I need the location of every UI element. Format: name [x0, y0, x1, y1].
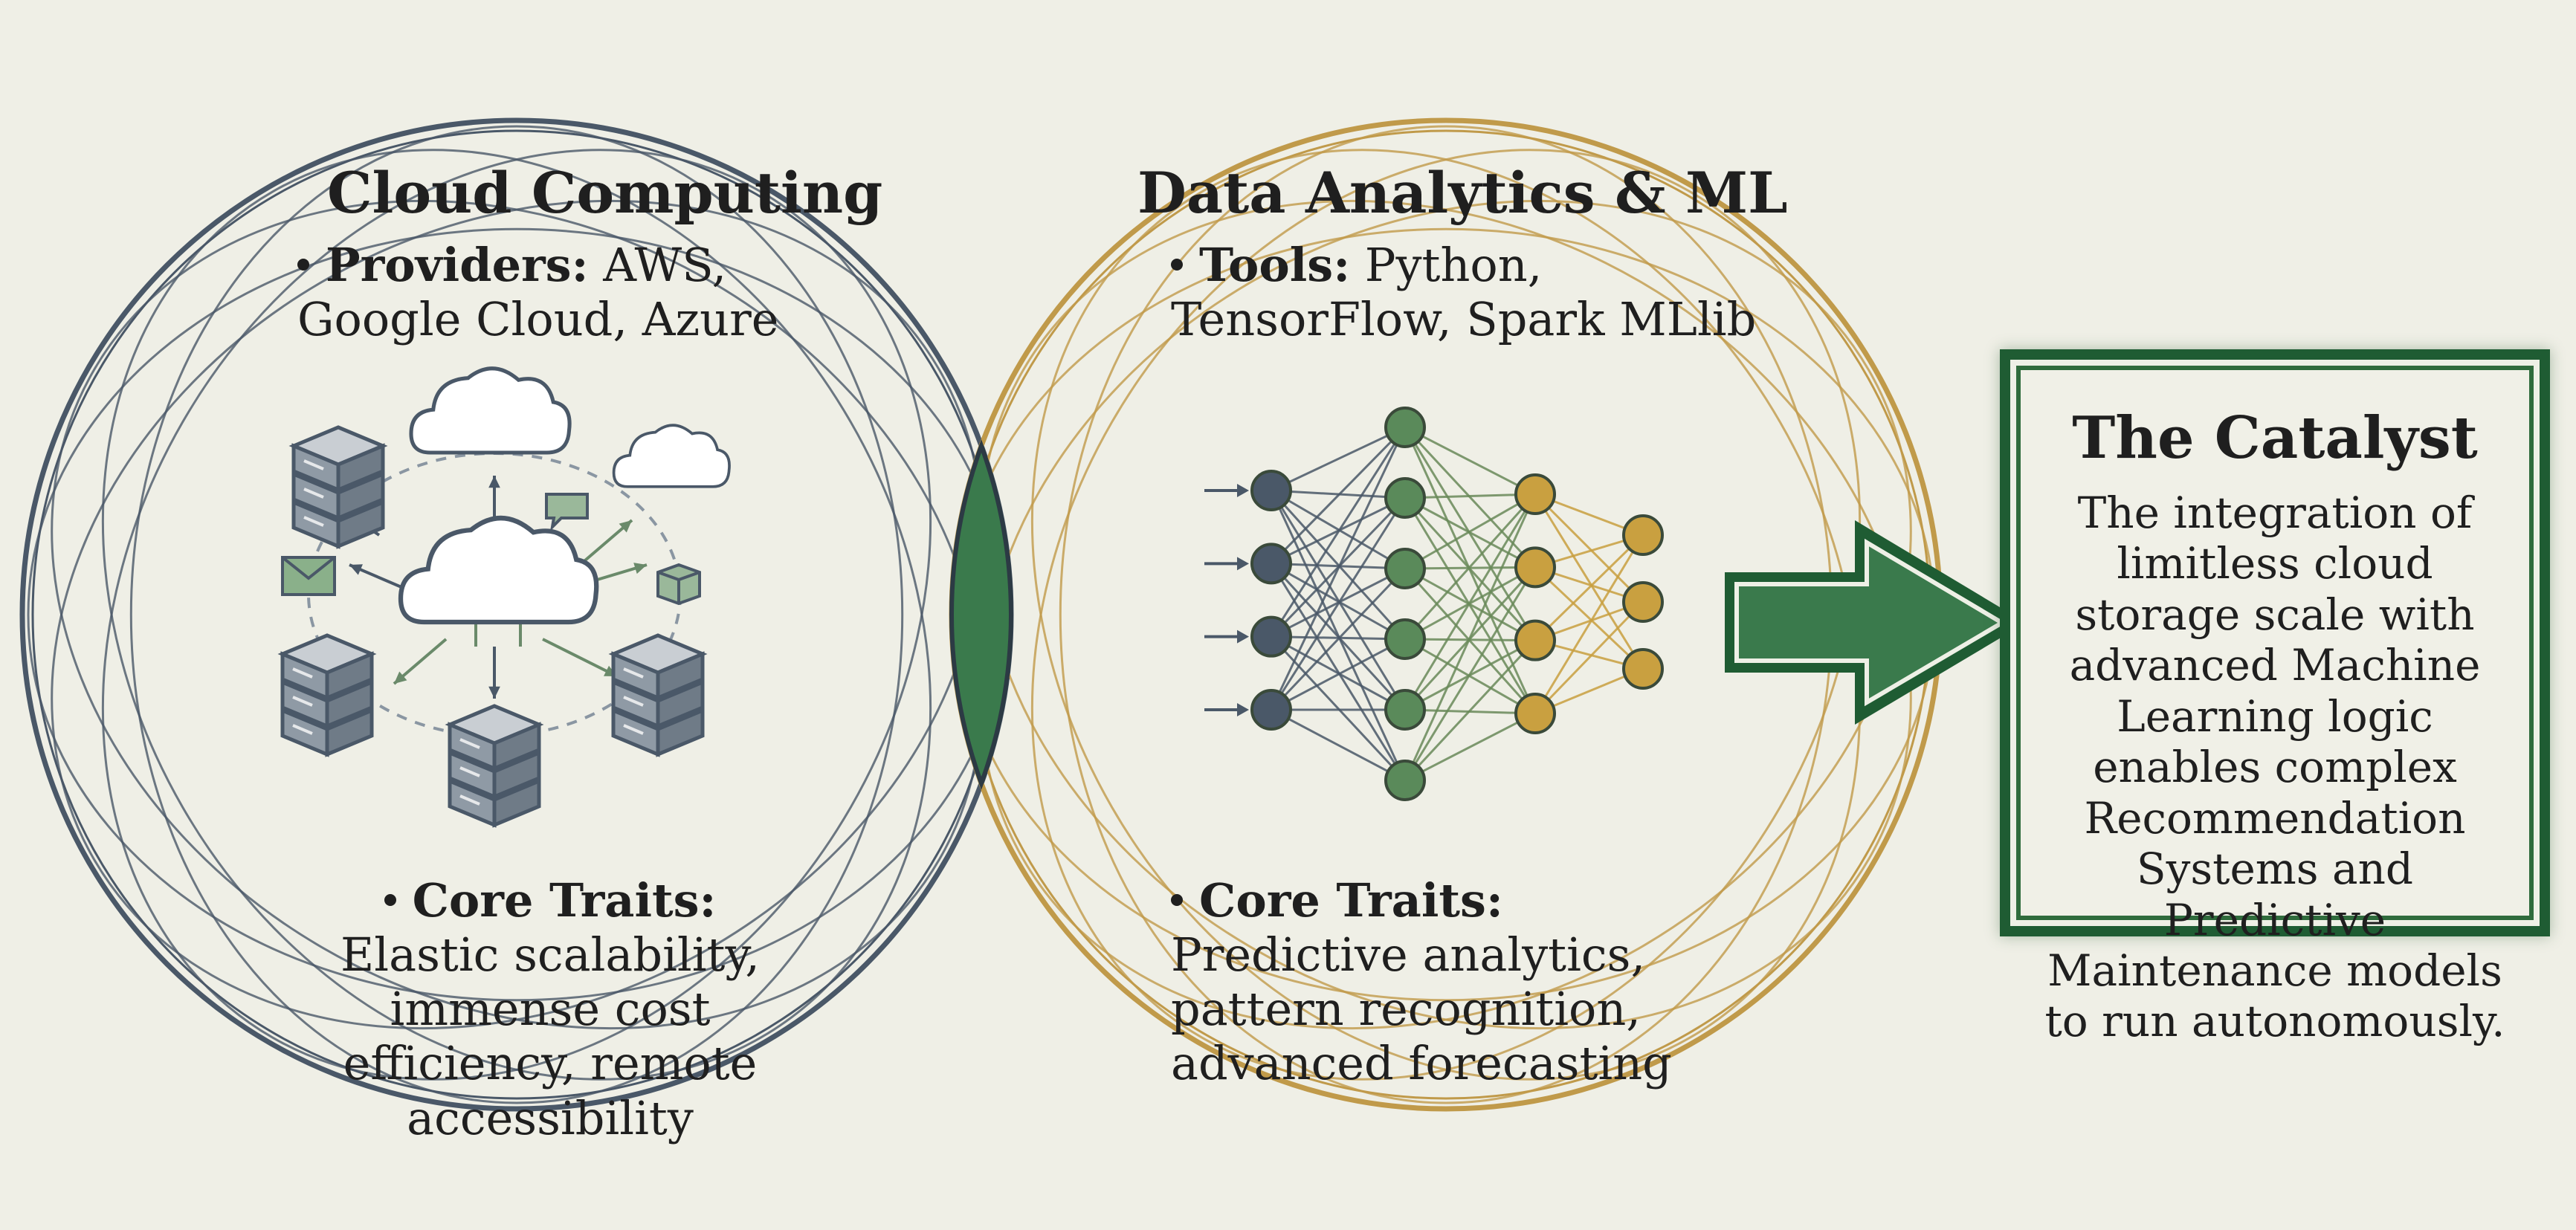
network-node: [1622, 581, 1664, 623]
cloud-traits-text: Elastic scalability, immense cost effici…: [340, 928, 760, 1145]
cloud-infrastructure-illustration: [277, 366, 731, 828]
tools-text: Python, TensorFlow, Spark MLlib: [1171, 238, 1757, 347]
analytics-traits-text: Predictive analytics, pattern recognitio…: [1171, 928, 1672, 1091]
network-edge: [1534, 493, 1644, 603]
network-node: [1384, 760, 1426, 801]
network-edge: [1404, 712, 1536, 782]
network-node: [1514, 546, 1556, 589]
network-node: [1514, 693, 1556, 734]
catalyst-title: The Catalyst: [2072, 404, 2478, 472]
network-node: [1384, 407, 1426, 448]
network-edge: [1534, 601, 1644, 715]
network-edge: [1271, 638, 1406, 711]
cloud-core-traits-bullet: Core Traits: Elastic scalability, immens…: [305, 873, 795, 1145]
server-stack-icon: [277, 633, 377, 757]
network-edge: [1271, 708, 1406, 782]
providers-label: Providers:: [326, 238, 589, 292]
data-analytics-title: Data Analytics & ML: [1137, 160, 1788, 226]
server-stack-icon: [288, 425, 388, 549]
network-edge: [1271, 426, 1406, 492]
bullet-dot-icon: [1171, 893, 1183, 906]
providers-bullet: Providers: AWS, Google Cloud, Azure: [297, 238, 833, 346]
tools-bullet: Tools: Python, TensorFlow, Spark MLlib: [1171, 238, 1758, 346]
network-edge: [1404, 493, 1537, 711]
network-edge: [1270, 497, 1407, 711]
cloud-computing-circle: [19, 117, 1014, 1112]
chat-icon: [545, 493, 589, 531]
network-edge: [1270, 427, 1407, 711]
network-node: [1250, 689, 1292, 731]
cloud-computing-title: Cloud Computing: [327, 160, 883, 226]
top-cloud-icon: [409, 366, 572, 455]
bullet-dot-icon: [384, 893, 396, 906]
providers-text: AWS, Google Cloud, Azure: [297, 238, 779, 347]
network-node: [1384, 477, 1426, 519]
server-stack-icon: [445, 704, 544, 828]
network-edge: [1534, 534, 1644, 714]
bullet-dot-icon: [297, 258, 309, 271]
network-edge: [1404, 426, 1536, 496]
network-edge: [1270, 427, 1407, 638]
network-node: [1384, 548, 1426, 589]
network-edge: [1534, 534, 1644, 641]
network-edge: [1270, 567, 1407, 711]
network-edge: [1534, 493, 1644, 670]
network-edge: [1270, 489, 1407, 641]
catalyst-panel: The Catalyst The integration of limitles…: [2000, 349, 2550, 1046]
network-node: [1250, 470, 1292, 511]
central-cloud-icon: [398, 515, 599, 625]
network-node: [1514, 619, 1556, 661]
network-edge: [1404, 567, 1537, 715]
network-edge: [1534, 566, 1644, 670]
network-edge: [1404, 496, 1537, 641]
network-node: [1384, 689, 1426, 731]
cloud-traits-label: Core Traits:: [412, 873, 717, 928]
network-edge: [1404, 493, 1536, 499]
network-edge: [1270, 426, 1407, 565]
network-node: [1250, 543, 1292, 585]
catalyst-arrow: [1725, 520, 2026, 725]
neural-network-illustration: [1204, 407, 1664, 801]
catalyst-description: The integration of limitless cloud stora…: [2044, 488, 2505, 1047]
box-icon: [656, 563, 701, 606]
intersection-lens: [949, 439, 1014, 790]
network-edge: [1404, 639, 1537, 782]
server-stack-icon: [608, 633, 708, 757]
envelope-icon: [281, 556, 336, 596]
network-node: [1250, 615, 1292, 658]
network-edge: [1404, 493, 1537, 781]
network-node: [1622, 648, 1664, 690]
network-node: [1514, 473, 1556, 515]
analytics-core-traits-bullet: Core Traits: Predictive analytics, patte…: [1171, 873, 1706, 1091]
network-edge: [1404, 493, 1536, 570]
bullet-dot-icon: [1171, 258, 1183, 271]
network-edge: [1404, 566, 1537, 781]
network-edge: [1404, 493, 1537, 641]
right-cloud-icon: [612, 424, 731, 488]
analytics-traits-label: Core Traits:: [1199, 873, 1503, 928]
tools-label: Tools:: [1199, 238, 1351, 292]
network-node: [1384, 618, 1426, 660]
network-node: [1622, 514, 1664, 556]
network-edge: [1270, 563, 1407, 711]
